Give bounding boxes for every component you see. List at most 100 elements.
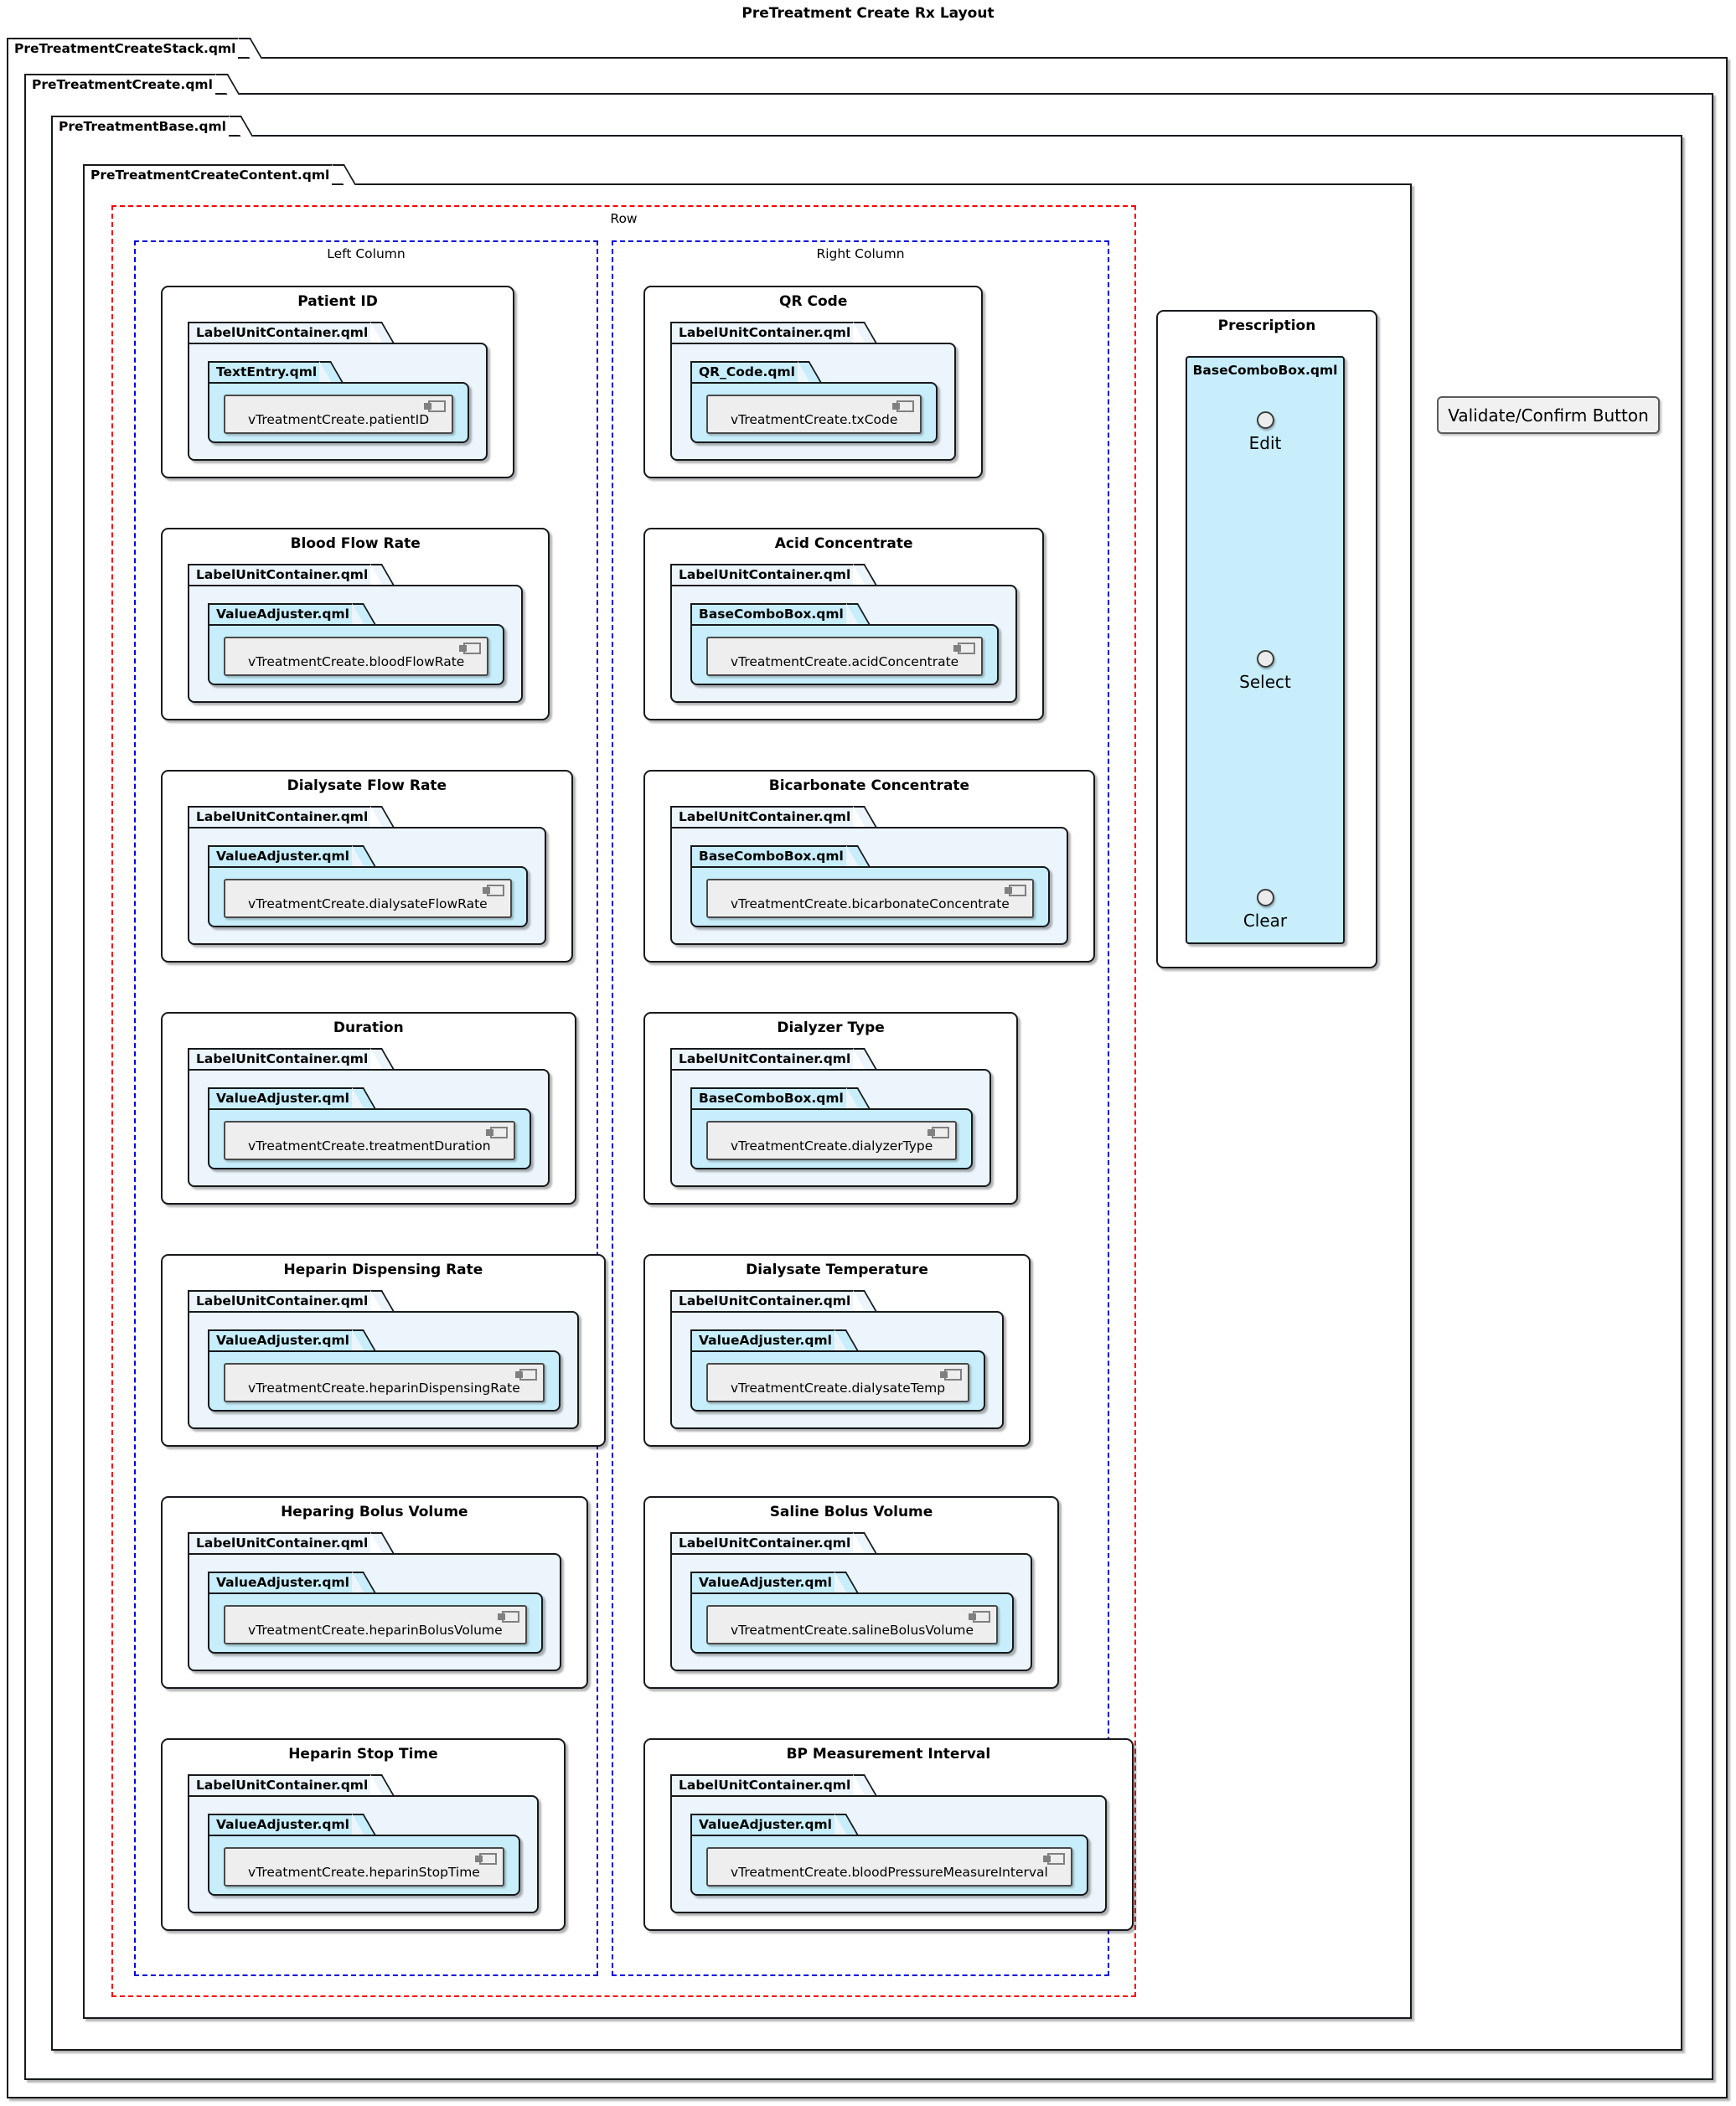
folder-body: BaseComboBox.qml vTreatmentCreate.acidCo… — [670, 585, 1018, 703]
panel-qr-code: QR Code LabelUnitContainer.qml QR_Code.q… — [643, 286, 984, 478]
component-icon — [1004, 885, 1026, 896]
label-unit-container-folder: LabelUnitContainer.qml ValueAdjuster.qml… — [670, 1532, 1032, 1671]
folder-tab-label: LabelUnitContainer.qml — [670, 1290, 854, 1311]
component-binding: vTreatmentCreate.bloodFlowRate — [248, 654, 465, 669]
control-body: vTreatmentCreate.dialysateFlowRate — [208, 866, 528, 927]
folder-body: TextEntry.qml vTreatmentCreate.patientID — [188, 343, 488, 461]
panel-heparin-dispensing-rate: Heparin Dispensing Rate LabelUnitContain… — [161, 1254, 606, 1447]
control-folder: TextEntry.qml vTreatmentCreate.patientID — [208, 361, 470, 443]
base-combobox-label: BaseComboBox.qml — [1192, 363, 1338, 378]
panel-title: Heparin Stop Time — [288, 1746, 438, 1763]
component-binding: vTreatmentCreate.patientID — [248, 412, 430, 427]
component-box: vTreatmentCreate.heparinBolusVolume — [224, 1605, 527, 1644]
component-box: vTreatmentCreate.patientID — [224, 395, 454, 434]
label-unit-container-folder: LabelUnitContainer.qml ValueAdjuster.qml… — [670, 1290, 1005, 1429]
control-folder: ValueAdjuster.qml vTreatmentCreate.hepar… — [208, 1572, 543, 1654]
component-icon — [424, 400, 447, 412]
interface-circle-icon — [1256, 411, 1274, 429]
component-icon — [474, 1853, 497, 1865]
control-tab-label: ValueAdjuster.qml — [208, 845, 352, 866]
control-tab-label: ValueAdjuster.qml — [208, 1572, 352, 1592]
folder-tab-label: LabelUnitContainer.qml — [670, 322, 854, 343]
component-icon — [953, 643, 976, 654]
component-binding: vTreatmentCreate.heparinBolusVolume — [248, 1623, 503, 1638]
label-unit-container-folder: LabelUnitContainer.qml TextEntry.qml vTr… — [188, 322, 488, 461]
component-binding: vTreatmentCreate.dialysateFlowRate — [248, 896, 488, 911]
panel-title: Bicarbonate Concentrate — [768, 777, 970, 794]
component-binding: vTreatmentCreate.heparinDispensingRate — [248, 1381, 520, 1396]
panel-duration: Duration LabelUnitContainer.qml ValueAdj… — [161, 1012, 576, 1205]
control-tab-label: TextEntry.qml — [208, 361, 320, 382]
option-label: Clear — [1243, 911, 1288, 931]
folder-tab-label: LabelUnitContainer.qml — [670, 806, 854, 827]
component-icon — [892, 400, 915, 412]
component-box: vTreatmentCreate.salineBolusVolume — [706, 1605, 998, 1644]
panel-title: Duration — [333, 1019, 404, 1036]
diagram-title: PreTreatment Create Rx Layout — [741, 5, 995, 22]
label-unit-container-folder: LabelUnitContainer.qml ValueAdjuster.qml… — [188, 1532, 561, 1671]
label-unit-container-folder: LabelUnitContainer.qml ValueAdjuster.qml… — [188, 564, 524, 703]
folder-tab-label: LabelUnitContainer.qml — [188, 1290, 371, 1311]
component-box: vTreatmentCreate.bloodFlowRate — [224, 637, 489, 676]
folder-body: ValueAdjuster.qml vTreatmentCreate.hepar… — [188, 1553, 561, 1671]
control-folder: ValueAdjuster.qml vTreatmentCreate.hepar… — [208, 1814, 520, 1896]
panel-title: Heparing Bolus Volume — [281, 1504, 468, 1520]
folder-body: ValueAdjuster.qml vTreatmentCreate.blood… — [670, 1795, 1107, 1913]
component-binding: vTreatmentCreate.heparinStopTime — [248, 1865, 480, 1880]
panel-heparin-stop-time: Heparin Stop Time LabelUnitContainer.qml… — [161, 1738, 566, 1931]
row-label: Row — [610, 211, 638, 226]
control-tab-label: BaseComboBox.qml — [690, 845, 846, 866]
option-select: Select — [1187, 650, 1343, 692]
control-body: vTreatmentCreate.heparinStopTime — [208, 1835, 520, 1896]
control-body: vTreatmentCreate.bloodPressureMeasureInt… — [690, 1835, 1088, 1896]
row-container: Row — [111, 205, 1136, 1997]
base-combobox: BaseComboBox.qml Edit Select Clear — [1186, 356, 1345, 944]
component-icon — [969, 1611, 990, 1623]
component-binding: vTreatmentCreate.dialysateTemp — [731, 1381, 946, 1396]
folder-tab-label: LabelUnitContainer.qml — [188, 806, 371, 827]
control-folder: ValueAdjuster.qml vTreatmentCreate.dialy… — [208, 845, 528, 927]
right-column-items: QR Code LabelUnitContainer.qml QR_Code.q… — [613, 276, 1134, 1974]
combobox-options: Edit Select Clear — [1187, 358, 1343, 942]
component-box: vTreatmentCreate.dialysateFlowRate — [224, 879, 512, 918]
folder-body: ValueAdjuster.qml vTreatmentCreate.blood… — [188, 585, 524, 703]
folder-tab-label: LabelUnitContainer.qml — [188, 1532, 371, 1553]
control-tab-label: QR_Code.qml — [690, 361, 798, 382]
component-box: vTreatmentCreate.heparinDispensingRate — [224, 1363, 545, 1402]
label-unit-container-folder: LabelUnitContainer.qml BaseComboBox.qml … — [670, 1048, 992, 1187]
interface-circle-icon — [1256, 889, 1274, 906]
panel-dialysate-flow-rate: Dialysate Flow Rate LabelUnitContainer.q… — [161, 770, 573, 963]
component-icon — [497, 1611, 519, 1623]
folder-tab-label: LabelUnitContainer.qml — [670, 564, 854, 585]
panel-title: BP Measurement Interval — [786, 1746, 991, 1763]
frame-tab-label: PreTreatmentBase.qml — [51, 116, 229, 137]
component-icon — [482, 885, 504, 896]
folder-body: ValueAdjuster.qml vTreatmentCreate.hepar… — [188, 1795, 539, 1913]
left-column-items: Patient ID LabelUnitContainer.qml TextEn… — [136, 276, 606, 1974]
control-folder: BaseComboBox.qml vTreatmentCreate.dialyz… — [690, 1087, 974, 1169]
component-binding: vTreatmentCreate.bloodPressureMeasureInt… — [731, 1865, 1048, 1880]
folder-tab-label: LabelUnitContainer.qml — [670, 1048, 854, 1069]
control-tab-label: ValueAdjuster.qml — [208, 1087, 352, 1108]
control-tab-label: BaseComboBox.qml — [690, 1087, 846, 1108]
control-folder: ValueAdjuster.qml vTreatmentCreate.treat… — [208, 1087, 531, 1169]
component-box: vTreatmentCreate.bicarbonateConcentrate — [706, 879, 1034, 918]
control-body: vTreatmentCreate.bloodFlowRate — [208, 624, 505, 685]
component-icon — [940, 1369, 963, 1381]
panel-patient-id: Patient ID LabelUnitContainer.qml TextEn… — [161, 286, 515, 478]
label-unit-container-folder: LabelUnitContainer.qml ValueAdjuster.qml… — [670, 1774, 1107, 1913]
panel-title: Acid Concentrate — [774, 535, 913, 552]
panel-title: Dialyzer Type — [777, 1019, 885, 1036]
component-binding: vTreatmentCreate.dialyzerType — [731, 1138, 933, 1154]
component-icon — [459, 643, 482, 654]
folder-body: ValueAdjuster.qml vTreatmentCreate.dialy… — [670, 1311, 1005, 1429]
folder-tab-label: LabelUnitContainer.qml — [188, 1048, 371, 1069]
validate-confirm-button: Validate/Confirm Button — [1437, 396, 1660, 434]
control-body: vTreatmentCreate.heparinDispensingRate — [208, 1350, 561, 1412]
component-binding: vTreatmentCreate.treatmentDuration — [248, 1138, 491, 1154]
control-body: vTreatmentCreate.acidConcentrate — [690, 624, 1000, 685]
frame-tab-label: PreTreatmentCreateStack.qml — [7, 38, 239, 59]
control-body: vTreatmentCreate.heparinBolusVolume — [208, 1592, 543, 1654]
control-tab-label: ValueAdjuster.qml — [690, 1814, 834, 1835]
panel-bp-measurement-interval: BP Measurement Interval LabelUnitContain… — [643, 1738, 1134, 1931]
